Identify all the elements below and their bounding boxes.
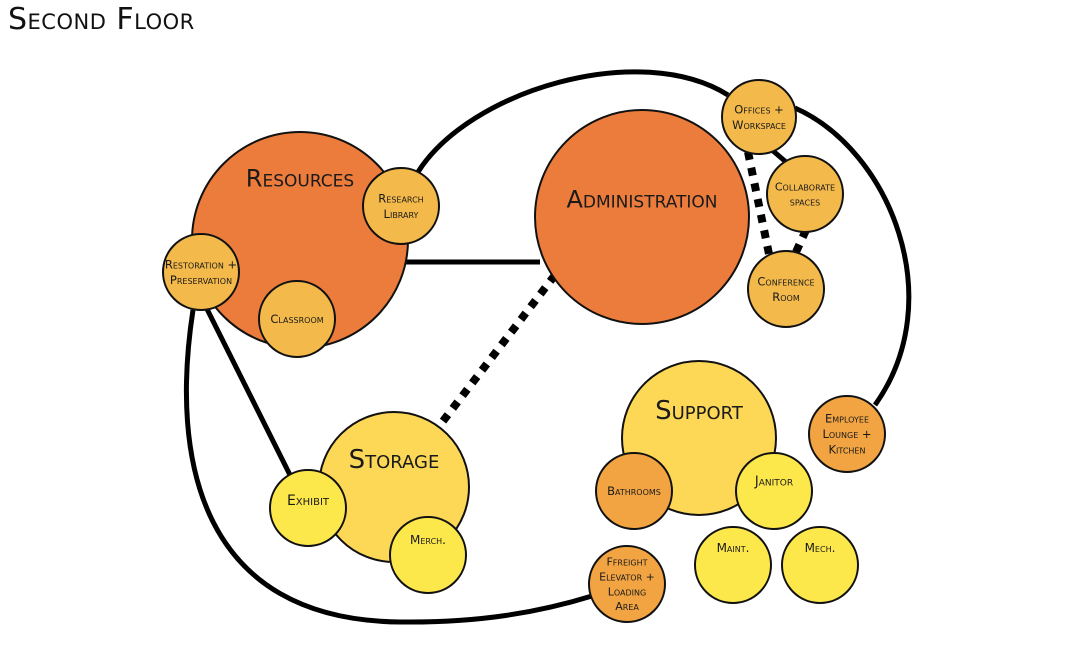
administration-bubble[interactable] bbox=[534, 109, 750, 325]
connection-offices-employee-lounge bbox=[793, 105, 912, 407]
collaborate-label: spaces bbox=[790, 195, 820, 208]
resources-label: Resources bbox=[246, 164, 354, 192]
bathrooms-label: Bathrooms bbox=[607, 484, 661, 498]
administration-label: Administration bbox=[566, 185, 717, 213]
node-exhibit[interactable]: Exhibit bbox=[269, 469, 347, 547]
support-label: Support bbox=[655, 396, 744, 426]
offices-label: Offices + bbox=[734, 102, 784, 116]
freight-label: Elevator + bbox=[599, 570, 655, 583]
research-library-label: Research bbox=[378, 191, 423, 205]
employee-lounge-label: Lounge + bbox=[822, 427, 871, 441]
page-title: Second Floor bbox=[8, 2, 195, 37]
employee-lounge-label: Kitchen bbox=[829, 443, 866, 457]
connections-layer bbox=[183, 69, 912, 625]
connection-offices-collaborate bbox=[770, 148, 788, 164]
maint-label: Maint. bbox=[717, 541, 750, 555]
node-bathrooms[interactable]: Bathrooms bbox=[595, 452, 673, 530]
exhibit-label: Exhibit bbox=[287, 493, 330, 509]
freight-label: Ffreight bbox=[606, 556, 647, 569]
employee-lounge-bubble[interactable] bbox=[808, 395, 886, 473]
conference-label: Room bbox=[772, 290, 800, 304]
classroom-bubble[interactable] bbox=[258, 280, 336, 358]
node-merch[interactable]: Merch. bbox=[389, 516, 467, 594]
connection-administration-storage bbox=[436, 272, 559, 428]
mech-label: Mech. bbox=[805, 541, 836, 555]
connection-restoration-freight bbox=[183, 309, 593, 625]
restoration-label: Restoration + bbox=[165, 257, 237, 271]
restoration-bubble[interactable] bbox=[162, 233, 240, 311]
node-administration[interactable]: Administration bbox=[534, 109, 750, 325]
offices-bubble[interactable] bbox=[721, 79, 797, 155]
freight-label: Loading bbox=[608, 585, 646, 598]
freight-bubble[interactable] bbox=[588, 545, 666, 623]
conference-bubble[interactable] bbox=[747, 250, 825, 328]
research-library-bubble[interactable] bbox=[362, 167, 440, 245]
janitor-bubble[interactable] bbox=[735, 452, 813, 530]
conference-label: Conference bbox=[757, 274, 814, 288]
employee-lounge-label: Employee bbox=[825, 412, 869, 426]
connection-collaborate-conference bbox=[792, 228, 810, 254]
node-mech[interactable]: Mech. bbox=[781, 526, 859, 604]
node-maint[interactable]: Maint. bbox=[694, 526, 772, 604]
collaborate-label: Collaborate bbox=[775, 180, 835, 193]
bathrooms-bubble[interactable] bbox=[595, 452, 673, 530]
connection-research-library-offices bbox=[415, 69, 730, 174]
mech-bubble[interactable] bbox=[781, 526, 859, 604]
offices-label: Workspace bbox=[732, 118, 786, 132]
collaborate-bubble[interactable] bbox=[766, 155, 844, 233]
maint-bubble[interactable] bbox=[694, 526, 772, 604]
node-janitor[interactable]: Janitor bbox=[735, 452, 813, 530]
node-offices[interactable]: Offices + Workspace bbox=[721, 79, 797, 155]
janitor-label: Janitor bbox=[754, 475, 793, 490]
restoration-label: Preservation bbox=[170, 273, 232, 287]
storage-label: Storage bbox=[349, 445, 440, 475]
freight-label: Area bbox=[615, 600, 639, 613]
connection-restoration-exhibit bbox=[202, 303, 293, 477]
exhibit-bubble[interactable] bbox=[269, 469, 347, 547]
merch-label: Merch. bbox=[410, 533, 446, 547]
connection-offices-conference bbox=[744, 151, 773, 255]
research-library-label: Library bbox=[384, 207, 419, 221]
merch-bubble[interactable] bbox=[389, 516, 467, 594]
node-collaborate[interactable]: Collaborate spaces bbox=[766, 155, 844, 233]
classroom-label: Classroom bbox=[270, 312, 323, 326]
node-restoration[interactable]: Restoration + Preservation bbox=[162, 233, 240, 311]
node-classroom[interactable]: Classroom bbox=[258, 280, 336, 358]
